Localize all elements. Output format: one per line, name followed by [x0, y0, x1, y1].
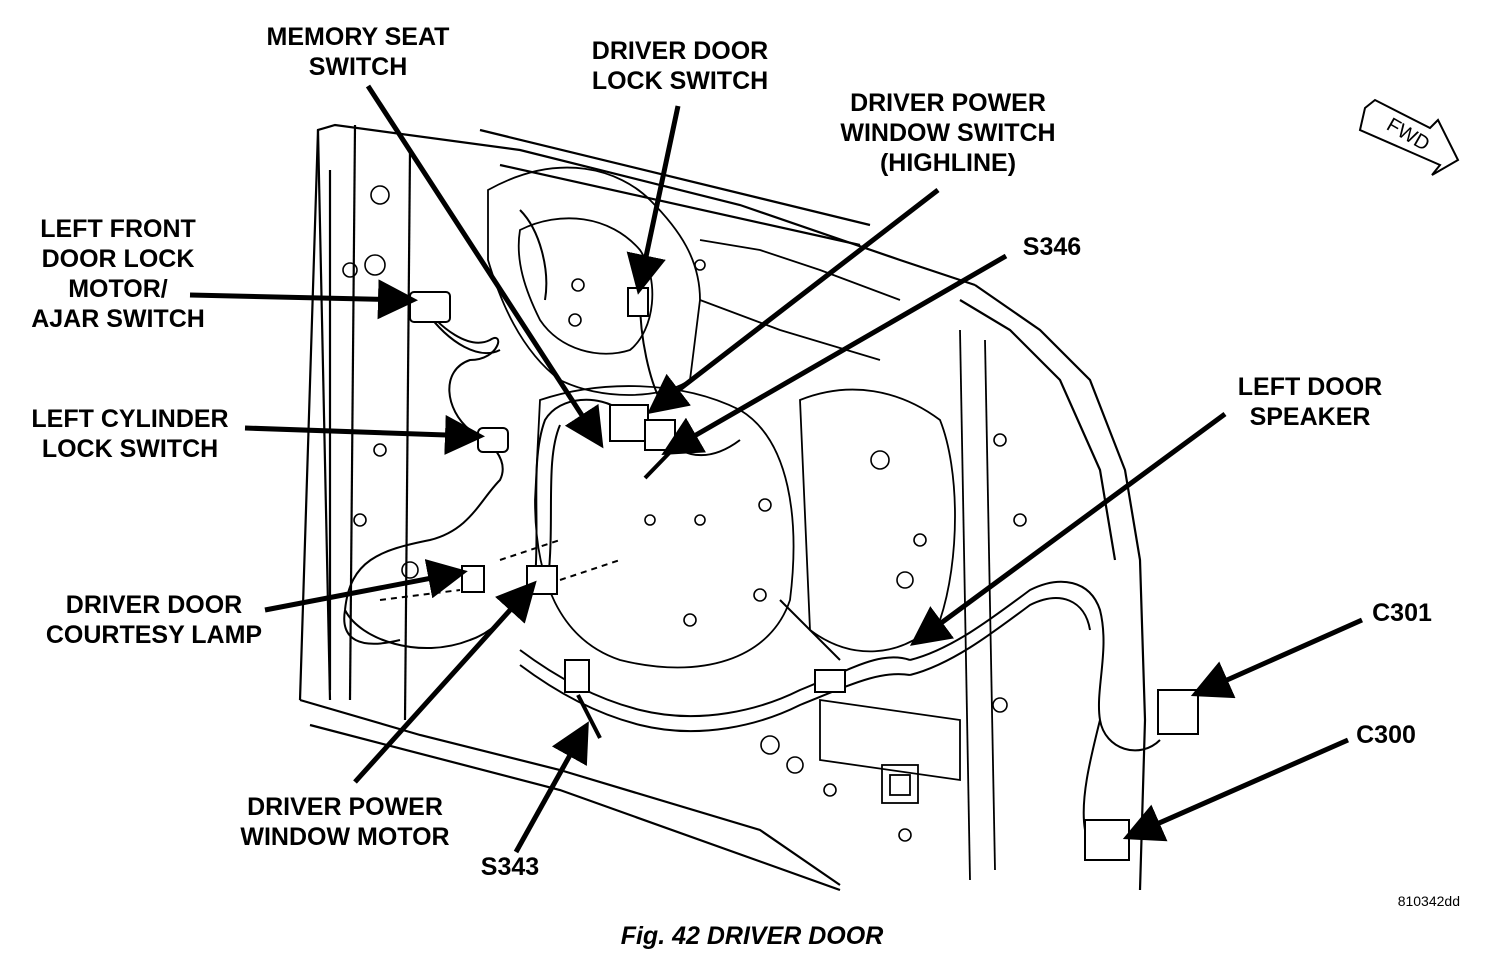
figure-caption: Fig. 42 DRIVER DOOR	[620, 922, 884, 950]
label-line: S346	[1022, 233, 1082, 261]
arrow-memory-seat	[365, 84, 604, 449]
arrow-s346	[661, 253, 1008, 456]
label-line: AJAR SWITCH	[31, 305, 205, 333]
panel-holes	[342, 185, 1027, 842]
label-line: LEFT FRONT	[40, 215, 196, 243]
label-s346: S346	[1012, 232, 1092, 262]
label-line: DRIVER DOOR	[591, 37, 769, 65]
arrow-door-lock-switch	[626, 105, 681, 295]
label-line: LEFT CYLINDER	[31, 405, 229, 433]
label-c301: C301	[1362, 598, 1442, 628]
door-lock-motor-part	[409, 291, 451, 323]
arrow-cylinder-switch	[244, 414, 485, 455]
label-line: LEFT DOOR	[1237, 373, 1383, 401]
cylinder-switch-part	[477, 427, 509, 453]
label-line: DRIVER DOOR	[65, 591, 243, 619]
s343-part	[564, 659, 590, 693]
figure-code: 810342dd	[1397, 893, 1460, 909]
label-line: MEMORY SEAT	[266, 23, 450, 51]
arrow-speaker	[909, 411, 1227, 646]
label-driver-door-courtesy-lamp: DRIVER DOOR COURTESY LAMP	[22, 590, 286, 650]
speaker-connector	[814, 669, 846, 693]
wiring-harness	[343, 209, 1161, 831]
label-s343: S343	[470, 852, 550, 882]
label-c300: C300	[1346, 720, 1426, 750]
courtesy-lamp-part	[461, 565, 485, 593]
label-driver-power-window-motor: DRIVER POWER WINDOW MOTOR	[220, 792, 470, 852]
label-driver-door-lock-switch: DRIVER DOOR LOCK SWITCH	[570, 36, 790, 96]
inner-panel	[487, 166, 996, 881]
door-shell	[298, 123, 1147, 892]
label-line: WINDOW SWITCH	[840, 119, 1056, 147]
label-left-door-speaker: LEFT DOOR SPEAKER	[1210, 372, 1410, 432]
label-line: COURTESY LAMP	[45, 621, 263, 649]
label-line: SPEAKER	[1249, 403, 1371, 431]
label-line: C300	[1356, 721, 1416, 749]
label-line: LOCK SWITCH	[41, 435, 219, 463]
label-driver-power-window-switch: DRIVER POWER WINDOW SWITCH (HIGHLINE)	[818, 88, 1078, 178]
label-line: SWITCH	[308, 53, 408, 81]
label-line: DRIVER POWER	[247, 793, 443, 821]
arrow-window-switch	[647, 188, 940, 415]
arrow-c300	[1122, 737, 1350, 842]
memory-seat-switch-part	[609, 404, 649, 442]
label-line: LOCK SWITCH	[591, 67, 769, 95]
arrow-courtesy-lamp	[264, 559, 468, 613]
label-memory-seat-switch: MEMORY SEAT SWITCH	[248, 22, 468, 82]
label-line: (HIGHLINE)	[879, 149, 1017, 177]
label-line: S343	[480, 853, 540, 881]
c301-connector	[1157, 689, 1199, 735]
arrow-door-lock-motor	[189, 279, 418, 320]
arrow-window-motor	[353, 580, 537, 784]
arrow-c301	[1190, 617, 1364, 699]
window-switch-part	[644, 419, 676, 451]
label-left-cylinder-lock-switch: LEFT CYLINDER LOCK SWITCH	[20, 404, 240, 464]
door-lock-switch-part	[627, 287, 649, 317]
fwd-arrow: FWD	[1358, 98, 1460, 176]
label-left-front-door-lock-motor: LEFT FRONT DOOR LOCK MOTOR/ AJAR SWITCH	[20, 214, 216, 334]
label-line: WINDOW MOTOR	[240, 823, 450, 851]
splice-marks	[576, 444, 678, 739]
c300-connector	[1084, 819, 1130, 861]
label-line: C301	[1372, 599, 1432, 627]
arrow-s343	[513, 721, 589, 854]
label-line: DOOR LOCK	[41, 245, 195, 273]
leader-arrows	[189, 84, 1364, 854]
label-line: MOTOR/	[68, 275, 168, 303]
label-line: DRIVER POWER	[850, 89, 1046, 117]
